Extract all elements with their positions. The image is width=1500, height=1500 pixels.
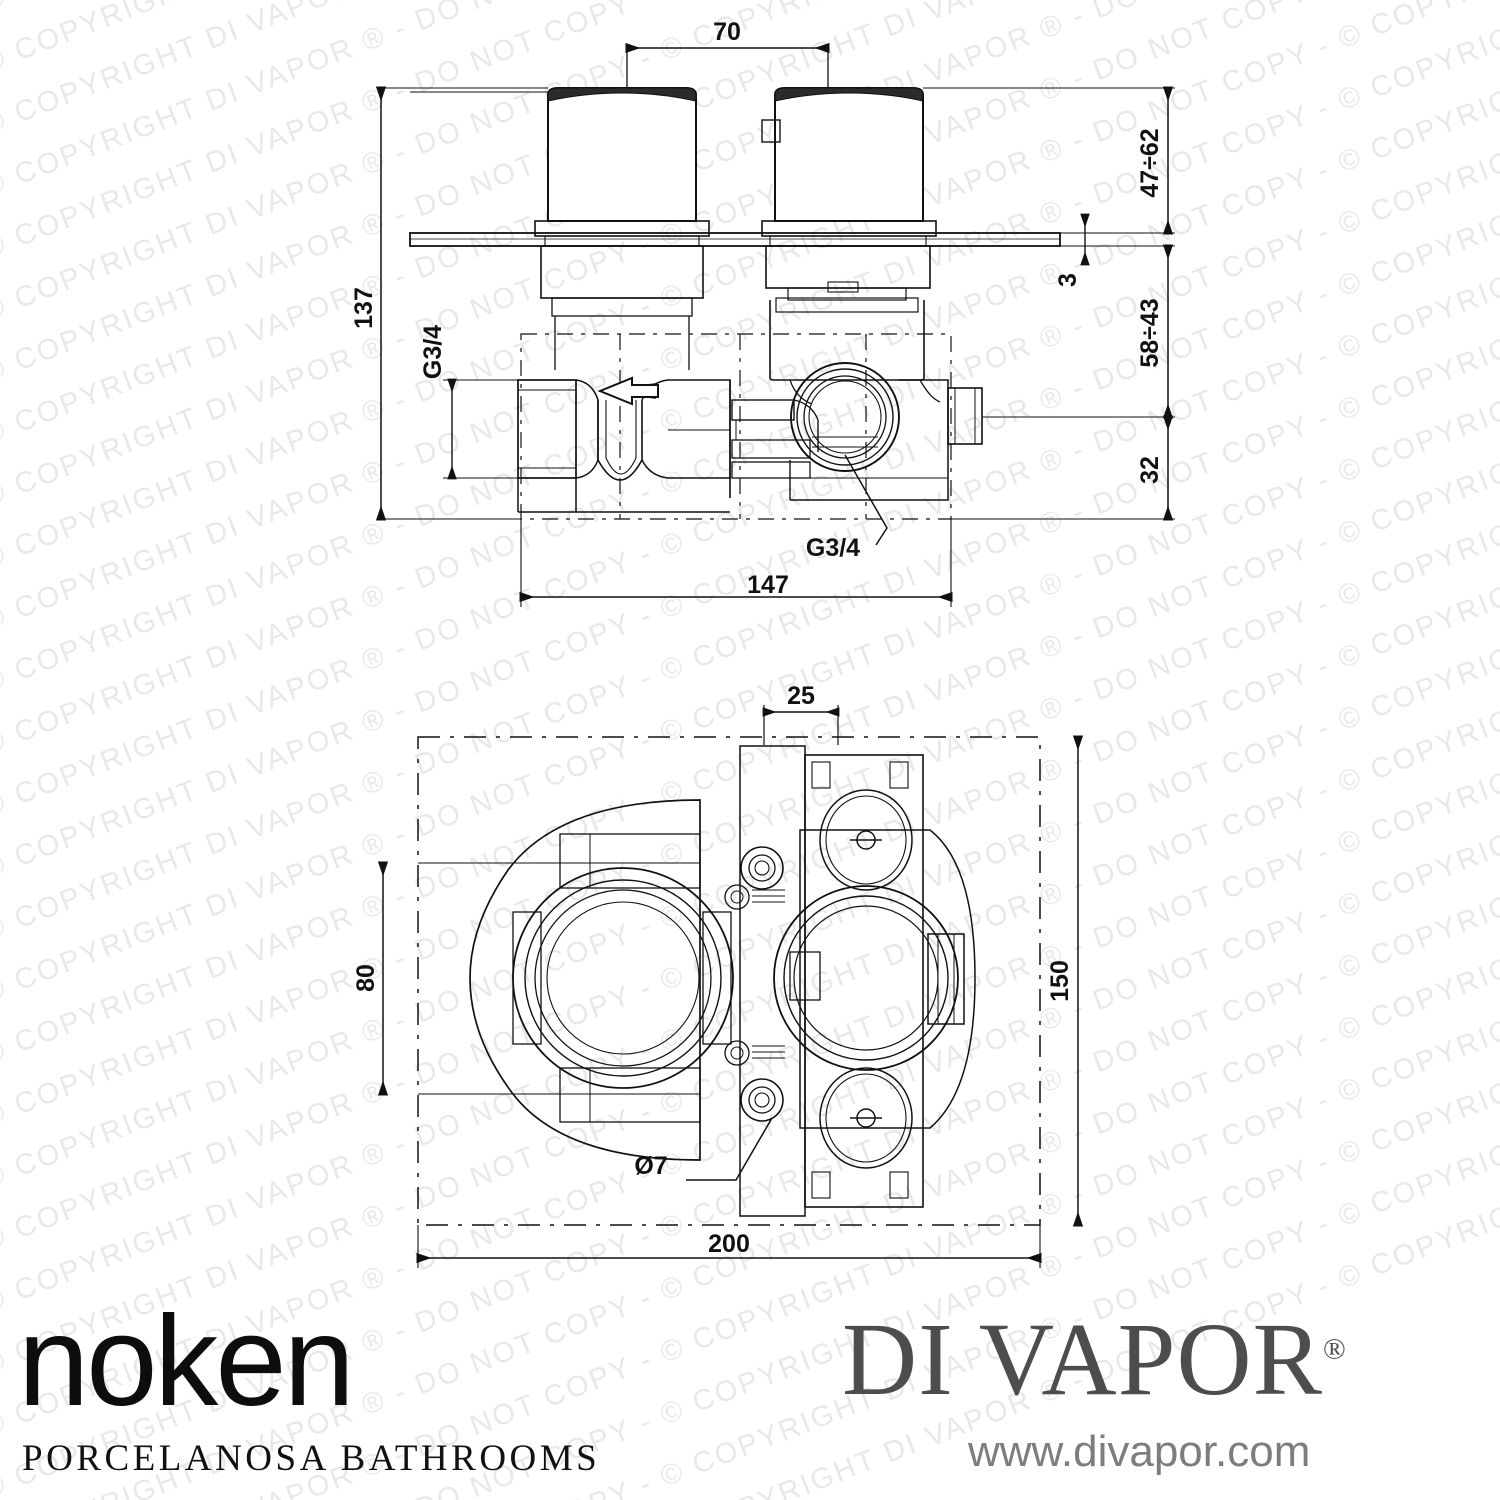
thread-callout-left-label: G3/4 [419,325,447,379]
dim-150-label: 150 [1046,960,1074,1002]
thread-callout-bottom-label: G3/4 [806,534,860,562]
thread-callout-bottom-group [844,454,888,546]
dim-58-43-label: 58÷43 [1136,298,1164,367]
hole-diameter-callout-label: Ø7 [634,1152,667,1180]
divapor-logo: DI VAPOR® [842,1308,1347,1412]
right-dimension-stack [923,86,1175,521]
divapor-url[interactable]: www.divapor.com [968,1427,1311,1476]
dim-200-group [416,1225,1042,1268]
dim-70-label: 70 [713,18,741,46]
dim-25-label: 25 [787,682,815,710]
flow-direction-arrow [597,376,659,406]
noken-logo: noken [18,1290,355,1433]
dim-47-62-label: 47÷62 [1136,128,1164,197]
dim-200-label: 200 [708,1230,750,1258]
dim-32-label: 32 [1136,456,1164,484]
dim-147-label: 147 [747,571,789,599]
dim-80-group [377,861,700,1096]
divapor-logo-text: DI VAPOR [842,1302,1323,1417]
hole-diameter-callout-group [686,1117,773,1181]
plan-valve-body [469,745,976,1217]
dim-80-label: 80 [352,964,380,992]
right-outlet-section [769,297,983,501]
dim-137-group [375,86,548,521]
dim-25-group [762,705,840,745]
registered-mark-icon: ® [1322,1332,1347,1366]
thread-callout-left-group [443,378,518,480]
noken-tagline: PORCELANOSA BATHROOMS [22,1438,601,1479]
wall-aperture-outline [417,736,1041,1226]
left-control-knob [534,87,710,370]
hidden-body-outline [520,333,952,520]
right-control-knob [761,87,937,301]
dim-147-group [519,519,953,607]
dim-137-label: 137 [350,287,378,329]
dim-3-label: 3 [1054,273,1082,287]
